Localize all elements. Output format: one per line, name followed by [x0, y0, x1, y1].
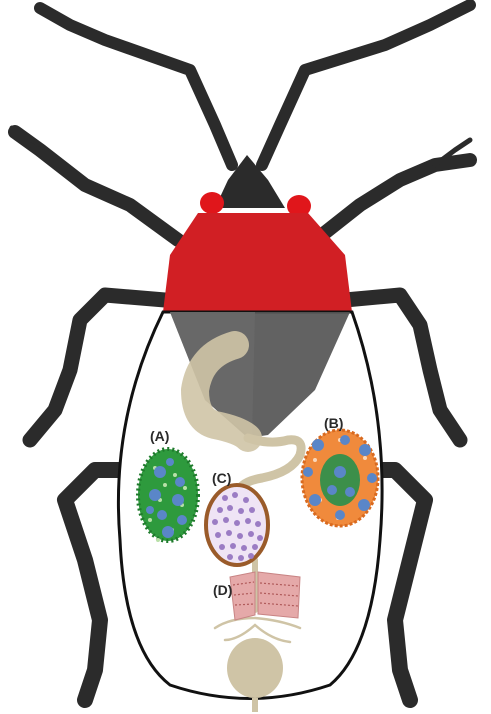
label-c: (C) — [212, 470, 231, 486]
front-right-leg — [322, 160, 470, 235]
right-antenna — [262, 5, 470, 165]
label-b: (B) — [324, 415, 343, 431]
hindgut-bulb — [227, 638, 283, 698]
left-antenna — [40, 8, 232, 165]
organ-d — [230, 572, 300, 620]
antennae — [40, 5, 470, 165]
left-eye — [200, 192, 224, 214]
label-d: (D) — [213, 582, 232, 598]
organ-b — [302, 430, 378, 526]
label-a: (A) — [150, 428, 169, 444]
organ-c — [206, 485, 268, 565]
